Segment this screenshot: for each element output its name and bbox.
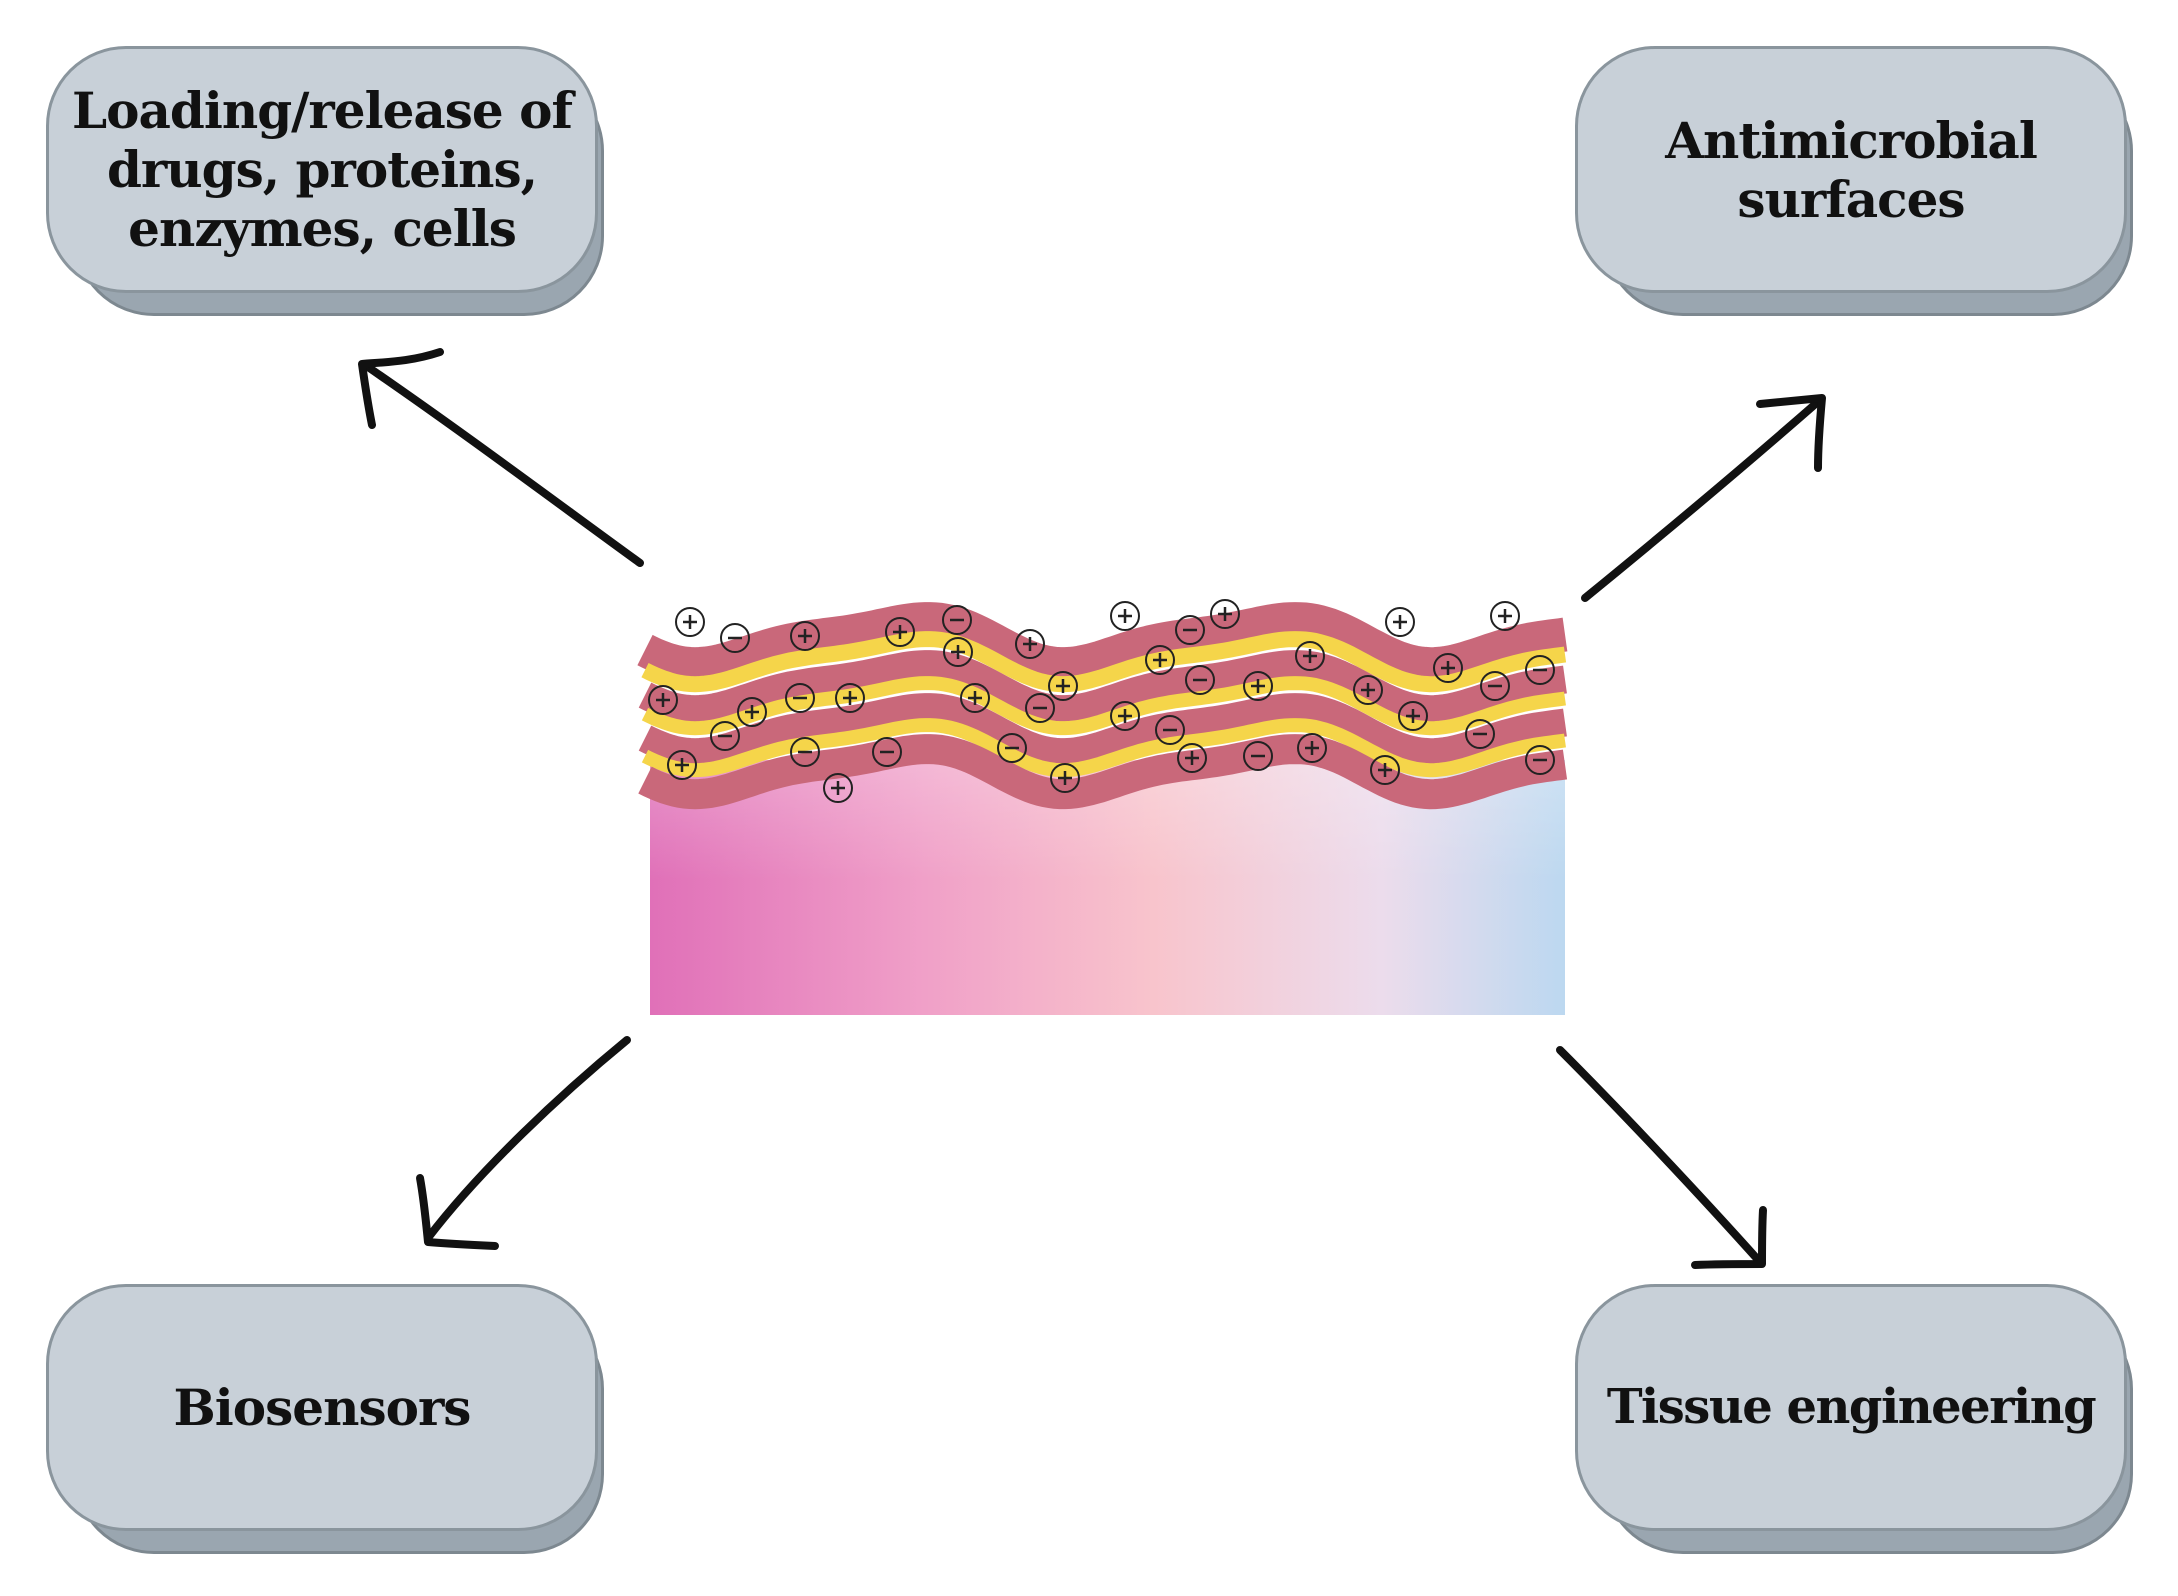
positive-charge-icon	[1110, 601, 1140, 631]
positive-charge-icon	[885, 617, 915, 647]
negative-charge-icon	[1175, 615, 1205, 645]
coated-substrate-illustration	[637, 599, 1568, 1015]
negative-charge-icon	[1155, 715, 1185, 745]
label-loading-release: Loading/release of drugs, proteins, enzy…	[71, 81, 573, 258]
positive-layer	[638, 734, 1568, 810]
negative-charge-icon	[1480, 671, 1510, 701]
positive-charge-icon	[1015, 629, 1045, 659]
positive-charge-icon	[1210, 599, 1240, 629]
negative-charge-icon	[997, 733, 1027, 763]
arrow-to-tissue-engineering	[1556, 1046, 1767, 1269]
label-biosensors: Biosensors	[173, 1378, 472, 1437]
application-box-loading-release: Loading/release of drugs, proteins, enzy…	[46, 46, 604, 316]
application-box-antimicrobial: Antimicrobial surfaces	[1575, 46, 2133, 316]
positive-charge-icon	[943, 637, 973, 667]
negative-charge-icon	[1525, 745, 1555, 775]
arrow-to-loading-release	[358, 348, 644, 567]
positive-charge-icon	[1110, 701, 1140, 731]
negative-charge-icon	[872, 737, 902, 767]
positive-charge-icon	[1433, 653, 1463, 683]
negative-layer	[641, 676, 1566, 736]
negative-charge-icon	[790, 737, 820, 767]
box-face: Antimicrobial surfaces	[1575, 46, 2127, 293]
box-face: Tissue engineering	[1575, 1284, 2127, 1531]
negative-charge-icon	[1525, 655, 1555, 685]
application-box-tissue-engineering: Tissue engineering	[1575, 1284, 2133, 1554]
label-tissue-engineering: Tissue engineering	[1606, 1379, 2097, 1436]
negative-charge-icon	[1465, 719, 1495, 749]
negative-layer	[641, 631, 1567, 693]
application-box-biosensors: Biosensors	[46, 1284, 604, 1554]
arrow-icon	[358, 348, 1826, 1269]
negative-charge-icon	[1185, 665, 1215, 695]
arrow-to-antimicrobial	[1581, 394, 1826, 602]
positive-charge-icon	[823, 773, 853, 803]
positive-charge-icon	[960, 683, 990, 713]
negative-charge-icon	[785, 683, 815, 713]
positive-charge-icon	[1398, 701, 1428, 731]
negative-charge-icon	[710, 721, 740, 751]
positive-layer	[637, 602, 1568, 682]
positive-charge-icon	[835, 683, 865, 713]
positive-charge-icon	[1385, 607, 1415, 637]
negative-charge-icon	[720, 623, 750, 653]
label-antimicrobial: Antimicrobial surfaces	[1665, 110, 2038, 229]
positive-charge-icon	[675, 607, 705, 637]
box-face: Loading/release of drugs, proteins, enzy…	[46, 46, 598, 293]
positive-charge-icon	[1353, 675, 1383, 705]
arrow-to-biosensors	[416, 1036, 631, 1250]
positive-charge-icon	[648, 685, 678, 715]
positive-charge-icon	[1050, 763, 1080, 793]
negative-charge-icon	[1243, 741, 1273, 771]
positive-charge-icon	[667, 750, 697, 780]
positive-charge-icon	[1048, 671, 1078, 701]
polyelectrolyte-multilayer	[637, 602, 1568, 810]
positive-charge-icon	[1490, 601, 1520, 631]
negative-charge-icon	[942, 605, 972, 635]
positive-charge-icon	[1145, 645, 1175, 675]
positive-charge-icon	[737, 697, 767, 727]
negative-charge-icon	[1025, 693, 1055, 723]
positive-charge-icon	[1297, 733, 1327, 763]
positive-charge-icon	[1243, 671, 1273, 701]
box-face: Biosensors	[46, 1284, 598, 1531]
positive-charge-icon	[1370, 755, 1400, 785]
positive-charge-icon	[1295, 641, 1325, 671]
charge-markers	[648, 599, 1555, 803]
negative-layer	[641, 718, 1566, 778]
positive-layer	[638, 693, 1567, 767]
positive-charge-icon	[1177, 743, 1207, 773]
positive-charge-icon	[790, 621, 820, 651]
